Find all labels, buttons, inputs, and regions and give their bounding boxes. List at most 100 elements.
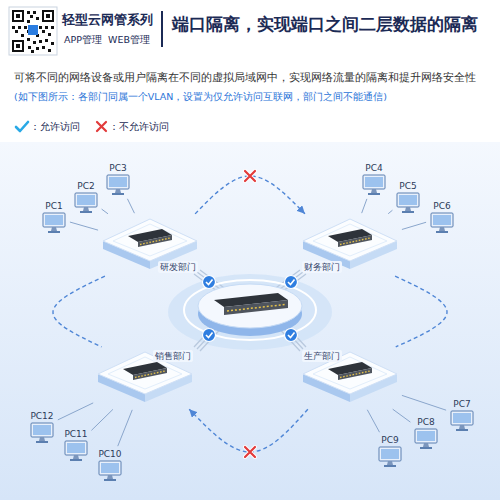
pc-terminal: PC3 xyxy=(104,162,132,197)
monitor-icon xyxy=(63,440,89,462)
monitor-icon xyxy=(453,413,471,423)
department-name: 财务部门 xyxy=(302,261,342,273)
monitor-icon xyxy=(43,213,65,227)
qr-code xyxy=(42,10,54,22)
label-box: (如下图所示：各部门同属一个VLAN，设置为仅允许访问互联网，部门之间不能通信) xyxy=(14,91,387,104)
access-link xyxy=(388,210,392,214)
monitor-icon xyxy=(459,425,465,429)
monitor-icon xyxy=(363,175,385,189)
monitor-icon xyxy=(45,215,63,225)
pc-label: PC8 xyxy=(417,417,434,428)
qr-code xyxy=(16,14,20,18)
monitor-icon xyxy=(65,441,87,455)
department-tag: 销售部门 xyxy=(153,350,193,362)
qr-code xyxy=(12,11,54,53)
monitor-icon xyxy=(431,213,453,227)
monitor-icon xyxy=(107,475,113,479)
monitor-icon xyxy=(36,441,48,443)
pc-label: PC5 xyxy=(399,181,416,192)
header-divider xyxy=(161,11,163,47)
monitor-icon xyxy=(101,463,119,473)
platform-shape xyxy=(103,219,197,261)
monitor-icon xyxy=(73,192,99,214)
label-box: 轻型云网管系列 xyxy=(62,11,153,29)
pc-terminal: PC4 xyxy=(360,162,388,197)
pc-terminal: PC8 xyxy=(412,416,440,451)
brand-name: 轻型云网管系列 xyxy=(62,11,153,29)
note-text: (如下图所示：各部门同属一个VLAN，设置为仅允许访问互联网，部门之间不能通信) xyxy=(14,91,387,104)
legend-text: ：不允许访问 xyxy=(109,120,169,134)
monitor-icon xyxy=(73,455,79,459)
department-platform: 销售部门 xyxy=(95,348,195,408)
monitor-icon xyxy=(109,177,127,187)
monitor-icon xyxy=(449,410,475,432)
uplink-wires xyxy=(194,270,306,351)
feature-tag: APP管理 xyxy=(64,34,102,47)
monitor-icon xyxy=(423,443,429,447)
access-link xyxy=(367,410,379,432)
platform-shape xyxy=(338,235,372,247)
monitor-icon xyxy=(387,461,393,465)
qr-code xyxy=(14,12,22,20)
legend-symbols xyxy=(16,122,28,131)
pc-terminal: PC7 xyxy=(448,398,476,433)
platform-shape xyxy=(113,224,187,256)
department-name: 研发部门 xyxy=(158,261,198,273)
feature-tag: WEB管理 xyxy=(108,34,150,47)
platform-shape xyxy=(303,219,397,261)
monitor-icon xyxy=(105,174,131,196)
department-tag: 财务部门 xyxy=(302,261,342,273)
department-tag: 研发部门 xyxy=(158,261,198,273)
monitor-icon xyxy=(48,231,60,233)
monitor-icon xyxy=(67,443,85,453)
pc-label: PC6 xyxy=(433,201,450,212)
monitor-icon xyxy=(395,192,421,214)
title-box: 端口隔离，实现端口之间二层数据的隔离 xyxy=(172,13,494,35)
hub-glow xyxy=(168,274,332,350)
access-link xyxy=(402,222,426,229)
pc-label: PC7 xyxy=(453,399,470,410)
core-switch-hub xyxy=(198,284,302,328)
label-box: APP管理 xyxy=(64,34,102,47)
access-link xyxy=(58,403,93,420)
pc-label: PC4 xyxy=(365,163,382,174)
pc-label: PC11 xyxy=(64,429,87,440)
access-link xyxy=(362,199,367,213)
pc-label: PC2 xyxy=(77,181,94,192)
monitor-icon xyxy=(377,446,403,468)
monitor-icon xyxy=(439,227,445,231)
qr-code xyxy=(28,25,38,35)
monitor-icon xyxy=(51,227,57,231)
monitor-icon xyxy=(80,211,92,213)
allow-check xyxy=(206,333,213,338)
monitor-icon xyxy=(379,447,401,461)
monitor-icon xyxy=(399,195,417,205)
core-switch-hub xyxy=(224,300,288,315)
monitor-icon xyxy=(112,193,124,195)
pc-label: PC12 xyxy=(30,411,53,422)
department-platform: 生产部门 xyxy=(300,348,400,408)
monitor-icon xyxy=(415,429,437,443)
department-name: 销售部门 xyxy=(153,350,193,362)
monitor-icon xyxy=(70,459,82,461)
isolation-arc xyxy=(195,176,305,214)
deny-marks xyxy=(245,447,255,457)
qr-code xyxy=(14,42,22,50)
monitor-icon xyxy=(371,189,377,193)
monitor-icon xyxy=(104,479,116,481)
monitor-icon xyxy=(381,449,399,459)
deny-marks xyxy=(245,447,255,457)
legend-text: ：允许访问 xyxy=(30,120,80,134)
core-switch-hub xyxy=(227,305,285,312)
monitor-icon xyxy=(29,422,55,444)
pc-label: PC3 xyxy=(109,163,126,174)
allow-check xyxy=(206,280,213,285)
monitor-icon xyxy=(31,423,53,437)
access-link xyxy=(393,409,411,422)
allow-check xyxy=(285,276,298,289)
monitor-icon xyxy=(107,175,129,189)
monitor-icon xyxy=(39,437,45,441)
title-text: 端口隔离，实现端口之间二层数据的隔离 xyxy=(172,13,494,35)
label-box: 可将不同的网络设备或用户隔离在不同的虚拟局域网中，实现网络流量的隔离和提升网络安… xyxy=(14,70,476,84)
access-link xyxy=(402,395,446,410)
